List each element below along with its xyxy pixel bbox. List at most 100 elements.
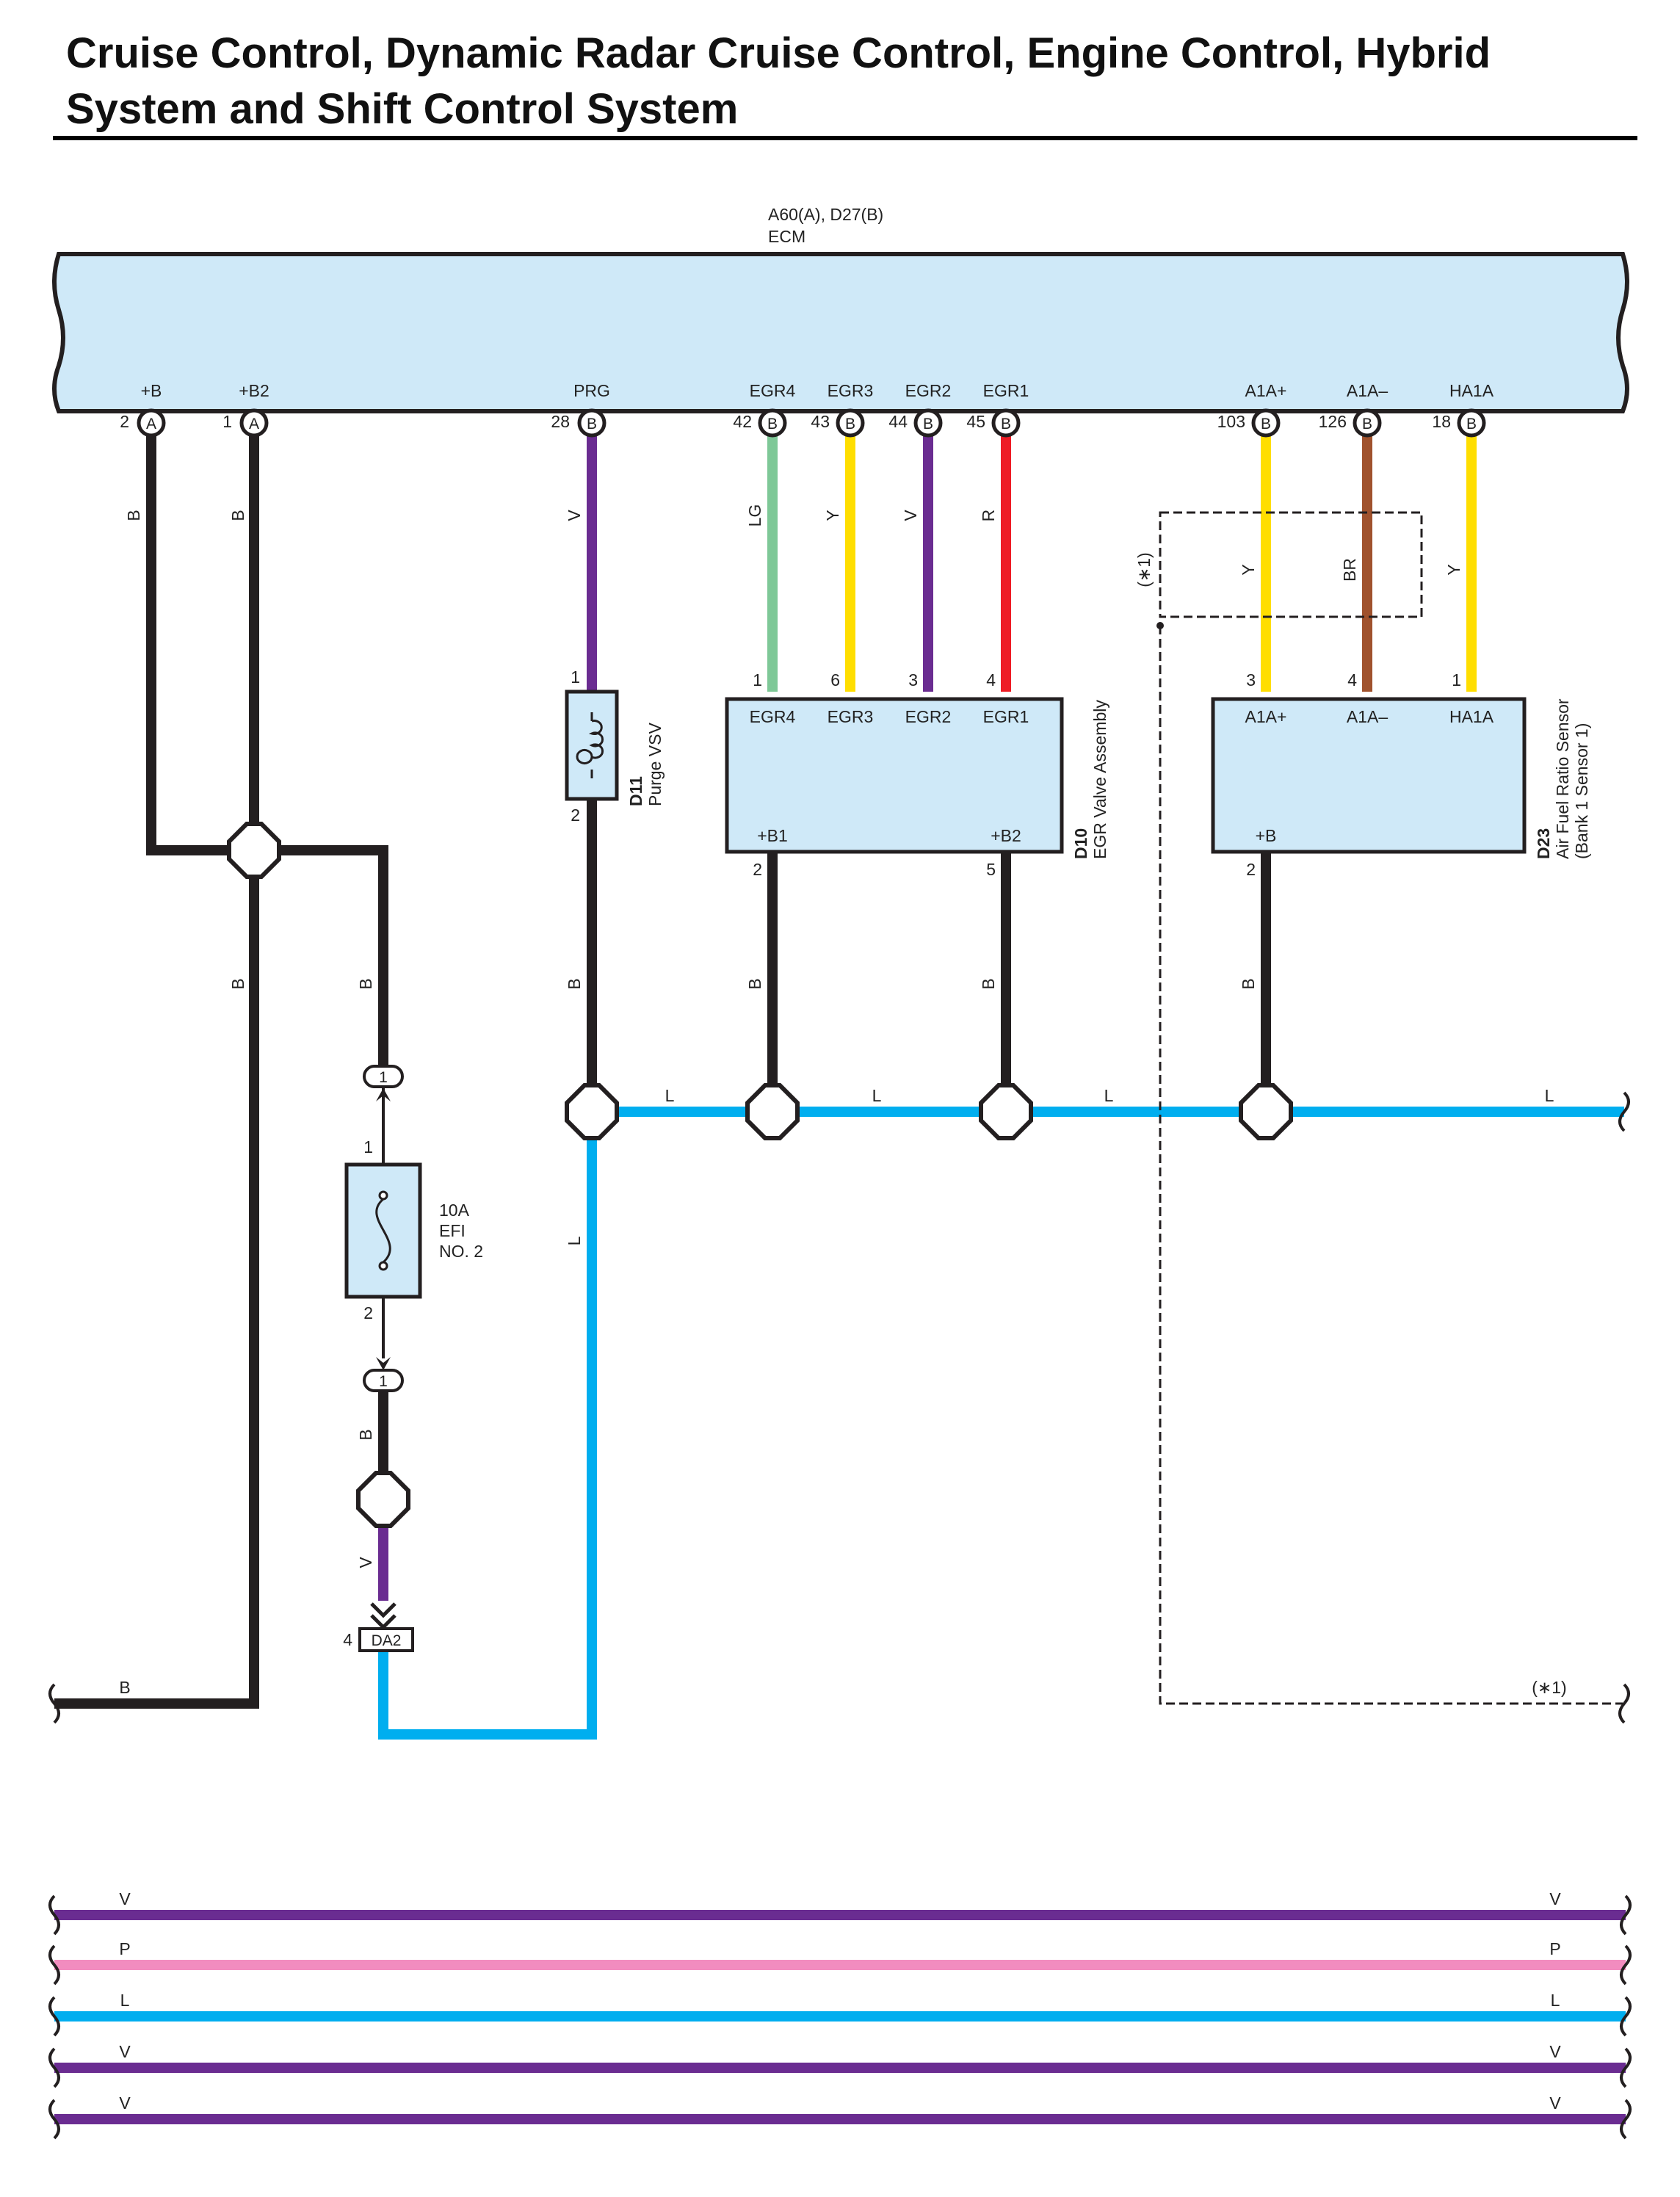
label-v-egr2: V	[901, 510, 920, 521]
fuse-rating: 10A	[439, 1201, 470, 1220]
label-y-ha1a: Y	[1444, 564, 1463, 575]
ecm-pin-bubbles: A A B B B B B B B B	[137, 408, 1486, 438]
ecm-pin-bubble-b	[137, 408, 166, 438]
af-pin-a1a-plus: 3	[1246, 670, 1256, 689]
label-shield-note: (∗1)	[1134, 552, 1154, 587]
ecm-pin-a1a-plus: 103	[1217, 412, 1245, 431]
ecm-pin-conn-a1a-minus: B	[1362, 416, 1372, 432]
page-title-line2: System and Shift Control System	[66, 85, 738, 133]
ecm-pin-bubble-egr4	[758, 408, 787, 438]
connector-arrow-up-icon	[376, 1088, 391, 1101]
bottom-wire-5-label-left: V	[119, 2093, 131, 2113]
purge-vsv: 1 2 D11 Purge VSV	[565, 667, 665, 825]
egr-valve-code: D10	[1071, 828, 1090, 859]
egr-term-b1: +B1	[757, 826, 788, 845]
label-lg-egr4: LG	[745, 504, 764, 527]
egr-valve-name: EGR Valve Assembly	[1090, 700, 1109, 859]
label-l-bus-1: L	[665, 1086, 675, 1105]
bottom-wire-1-label-right: V	[1549, 1889, 1561, 1908]
label-b-egr-b1: B	[745, 978, 764, 989]
label-v-da2: V	[356, 1557, 375, 1568]
fuse-icon	[375, 1198, 391, 1264]
label-b-egr-b2: B	[979, 978, 998, 989]
junction-bottom-pin: 1	[379, 1373, 388, 1390]
af-sensor-body	[1211, 697, 1527, 854]
label-br-a1a-minus: BR	[1340, 558, 1359, 582]
solenoid-coil-icon	[576, 712, 604, 778]
purge-vsv-name: Purge VSV	[645, 723, 665, 806]
bottom-wire-4-label-right: V	[1549, 2042, 1561, 2061]
ecm-connector-label: A60(A), D27(B)	[768, 205, 883, 224]
egr-pin-egr3: 6	[830, 670, 840, 689]
ecm-pin-egr1: 45	[966, 412, 985, 431]
splice-b-v	[356, 1471, 410, 1528]
label-b-purge-out: B	[565, 978, 584, 989]
splice-l-purge	[565, 1083, 619, 1140]
egr-term-egr2: EGR2	[905, 707, 952, 726]
wire-b-ground-out	[54, 875, 259, 1709]
shield-dot	[1156, 622, 1164, 629]
ecm-pin-bubble-ha1a	[1457, 408, 1486, 438]
wire-b-to-fuse	[279, 845, 388, 1066]
ecm-term-name-egr1: EGR1	[983, 381, 1029, 400]
fuse-pin-bottom: 2	[363, 1303, 373, 1322]
ecm-pin-conn-egr3: B	[845, 416, 855, 432]
splice-l-egr-b1	[745, 1083, 800, 1140]
shield-box	[1159, 511, 1423, 618]
egr-pin-egr2: 3	[908, 670, 918, 689]
label-b-af: B	[1239, 978, 1258, 989]
da2-label: DA2	[372, 1632, 402, 1649]
ecm-pin-bubble-egr1	[991, 408, 1021, 438]
ecm-pin-bubble-b2	[239, 408, 269, 438]
label-y-egr3: Y	[823, 510, 842, 521]
ecm-pin-egr3: 43	[811, 412, 830, 431]
bottom-break-marks	[48, 1894, 1632, 2140]
fuse-efi-no2: 1 1 10A EFI NO. 2 2 1	[344, 1065, 483, 1392]
bottom-wire-bundle: V V P P L L V V V V	[48, 1889, 1632, 2140]
splice-b-main	[227, 822, 281, 879]
ecm-term-name-b: +B	[141, 381, 162, 400]
label-b-ground: B	[228, 978, 247, 989]
ecm-pin-conn-b: A	[146, 416, 156, 432]
wire-break-marks	[48, 1091, 1630, 1724]
ecm-pin-prg: 28	[551, 412, 570, 431]
ecm-pin-conn-egr1: B	[1001, 416, 1011, 432]
bottom-wire-3-label-right: L	[1551, 1991, 1560, 2010]
label-l-vertical: L	[565, 1236, 584, 1245]
af-pin-ha1a: 1	[1452, 670, 1461, 689]
bottom-wire-4-label-left: V	[119, 2042, 131, 2061]
ecm-pin-conn-egr2: B	[923, 416, 933, 432]
label-l-bus-4: L	[1545, 1086, 1554, 1105]
splice-l-af-b	[1239, 1083, 1293, 1140]
bottom-wire-5-label-right: V	[1549, 2093, 1561, 2113]
ecm-term-name-prg: PRG	[573, 381, 610, 400]
purge-vsv-code: D11	[626, 776, 645, 806]
af-term-b: +B	[1256, 826, 1277, 845]
da2-pin: 4	[343, 1630, 352, 1649]
af-term-ha1a: HA1A	[1449, 707, 1494, 726]
ecm-pin-bubble-egr2	[913, 408, 943, 438]
ecm-pin-b2: 1	[222, 412, 232, 431]
bottom-wire-2-label-left: P	[119, 1939, 130, 1958]
ecm-pin-bubble-egr3	[836, 408, 865, 438]
ecm-block	[52, 252, 1629, 413]
bottom-wire-1-label-left: V	[119, 1889, 131, 1908]
ecm-term-name-egr3: EGR3	[828, 381, 874, 400]
ecm-pin-conn-a1a-plus: B	[1261, 416, 1271, 432]
label-b-plus-b: B	[124, 510, 143, 521]
label-r-egr1: R	[979, 510, 998, 522]
wire-l-da2-return	[378, 1135, 597, 1740]
air-fuel-ratio-sensor: 3 4 1 A1A+ A1A– HA1A +B 2 D23 Air Fuel R…	[1211, 670, 1591, 879]
egr-term-egr4: EGR4	[750, 707, 796, 726]
wire-color-labels: B B V LG Y V R Y BR Y (∗1) B B B B B B L…	[119, 504, 1566, 1697]
ecm-term-name-b2: +B2	[239, 381, 269, 400]
ecm-pin-bubble-a1a-plus	[1251, 408, 1281, 438]
splices	[227, 822, 1293, 1528]
ecm-pin-b: 2	[120, 412, 129, 431]
ecm-pin-a1a-minus: 126	[1319, 412, 1347, 431]
purge-vsv-pin-top: 1	[571, 667, 580, 687]
label-l-bus-2: L	[872, 1086, 882, 1105]
egr-pin-egr4: 1	[753, 670, 762, 689]
fuse-contact-bottom	[378, 1261, 388, 1271]
